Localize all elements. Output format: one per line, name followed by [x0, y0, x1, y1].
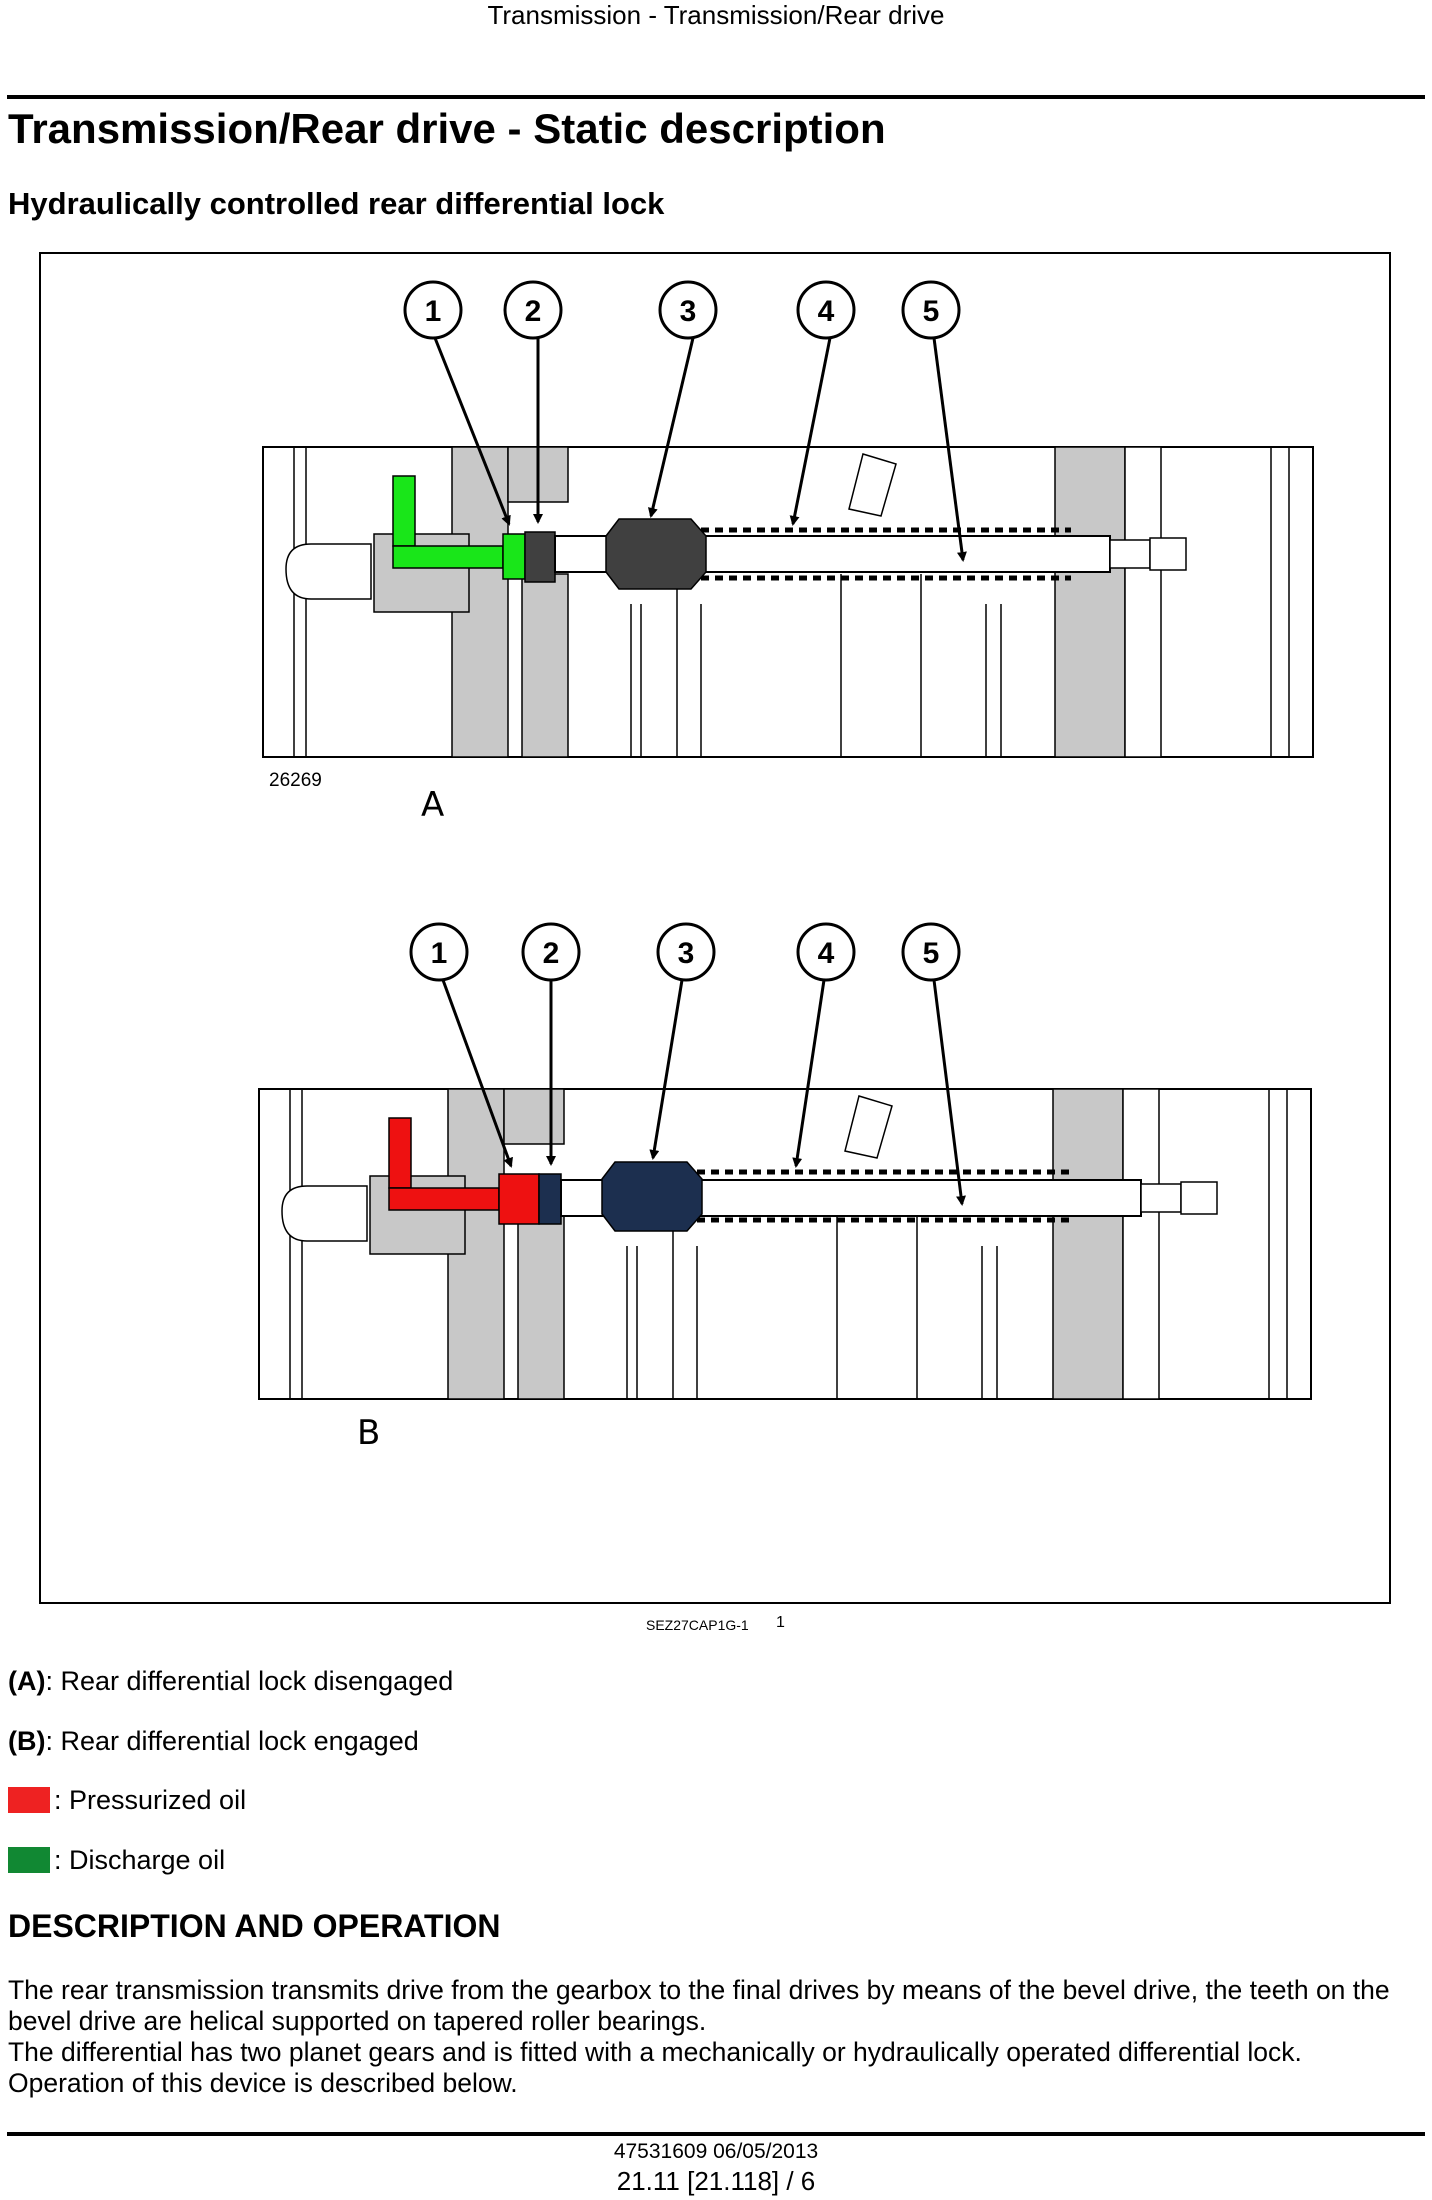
- footer-page-reference: 21.11 [21.118] / 6: [616, 2166, 816, 2196]
- legend-b-text: : Rear differential lock engaged: [45, 1726, 419, 1756]
- view-a-label: A: [421, 785, 444, 825]
- description-paragraph-2: The differential has two planet gears an…: [8, 2037, 1302, 2067]
- callout-3b: 3: [678, 937, 695, 970]
- legend-a-key: (A): [8, 1666, 46, 1696]
- footer-rule: [7, 2132, 1425, 2136]
- callout-4b: 4: [818, 937, 835, 970]
- figure-frame: 26269 A 1 2 3 4 5: [39, 252, 1391, 1604]
- description-paragraph-1: The rear transmission transmits drive fr…: [8, 1975, 1390, 2036]
- callout-5b: 5: [923, 937, 940, 970]
- view-a-callouts: 1 2 3 4 5: [403, 280, 967, 562]
- drawing-number: 26269: [269, 770, 322, 791]
- callout-2: 2: [525, 295, 542, 328]
- callout-4: 4: [818, 295, 835, 328]
- figure-reference: SEZ27CAP1G-1: [646, 1617, 749, 1633]
- callout-3: 3: [680, 295, 697, 328]
- legend-pressurized: : Pressurized oil: [8, 1783, 246, 1817]
- view-b-callouts: 1 2 3 4 5: [409, 922, 966, 1206]
- legend-pressurized-text: : Pressurized oil: [54, 1785, 247, 1815]
- description-body: The rear transmission transmits drive fr…: [8, 1975, 1428, 2099]
- legend-a: (A): Rear differential lock disengaged: [8, 1664, 453, 1698]
- callout-2b: 2: [543, 937, 560, 970]
- callout-1: 1: [425, 295, 442, 328]
- view-a-drawing: [262, 446, 1314, 758]
- description-heading: DESCRIPTION AND OPERATION: [8, 1908, 501, 1944]
- callout-5: 5: [923, 295, 940, 328]
- figure-number: 1: [776, 1614, 785, 1631]
- running-header: Transmission - Transmission/Rear drive: [487, 0, 945, 30]
- callout-1b: 1: [431, 937, 448, 970]
- section-title: Hydraulically controlled rear differenti…: [8, 186, 665, 221]
- legend-discharge: : Discharge oil: [8, 1843, 225, 1877]
- discharge-oil-swatch: [8, 1847, 50, 1873]
- view-b-label: B: [357, 1413, 380, 1453]
- page-title: Transmission/Rear drive - Static descrip…: [8, 105, 886, 152]
- legend-discharge-text: : Discharge oil: [54, 1845, 226, 1875]
- description-paragraph-3: Operation of this device is described be…: [8, 2068, 518, 2098]
- differential-lock-diagram: 26269 A 1 2 3 4 5: [258, 280, 1314, 1453]
- legend-b: (B): Rear differential lock engaged: [8, 1724, 419, 1758]
- legend-b-key: (B): [8, 1726, 46, 1756]
- footer-document-id: 47531609 06/05/2013: [613, 2140, 819, 2163]
- legend-a-text: : Rear differential lock disengaged: [45, 1666, 454, 1696]
- header-rule: [7, 95, 1425, 99]
- pressurized-oil-swatch: [8, 1787, 50, 1813]
- view-b-drawing: [258, 1088, 1312, 1400]
